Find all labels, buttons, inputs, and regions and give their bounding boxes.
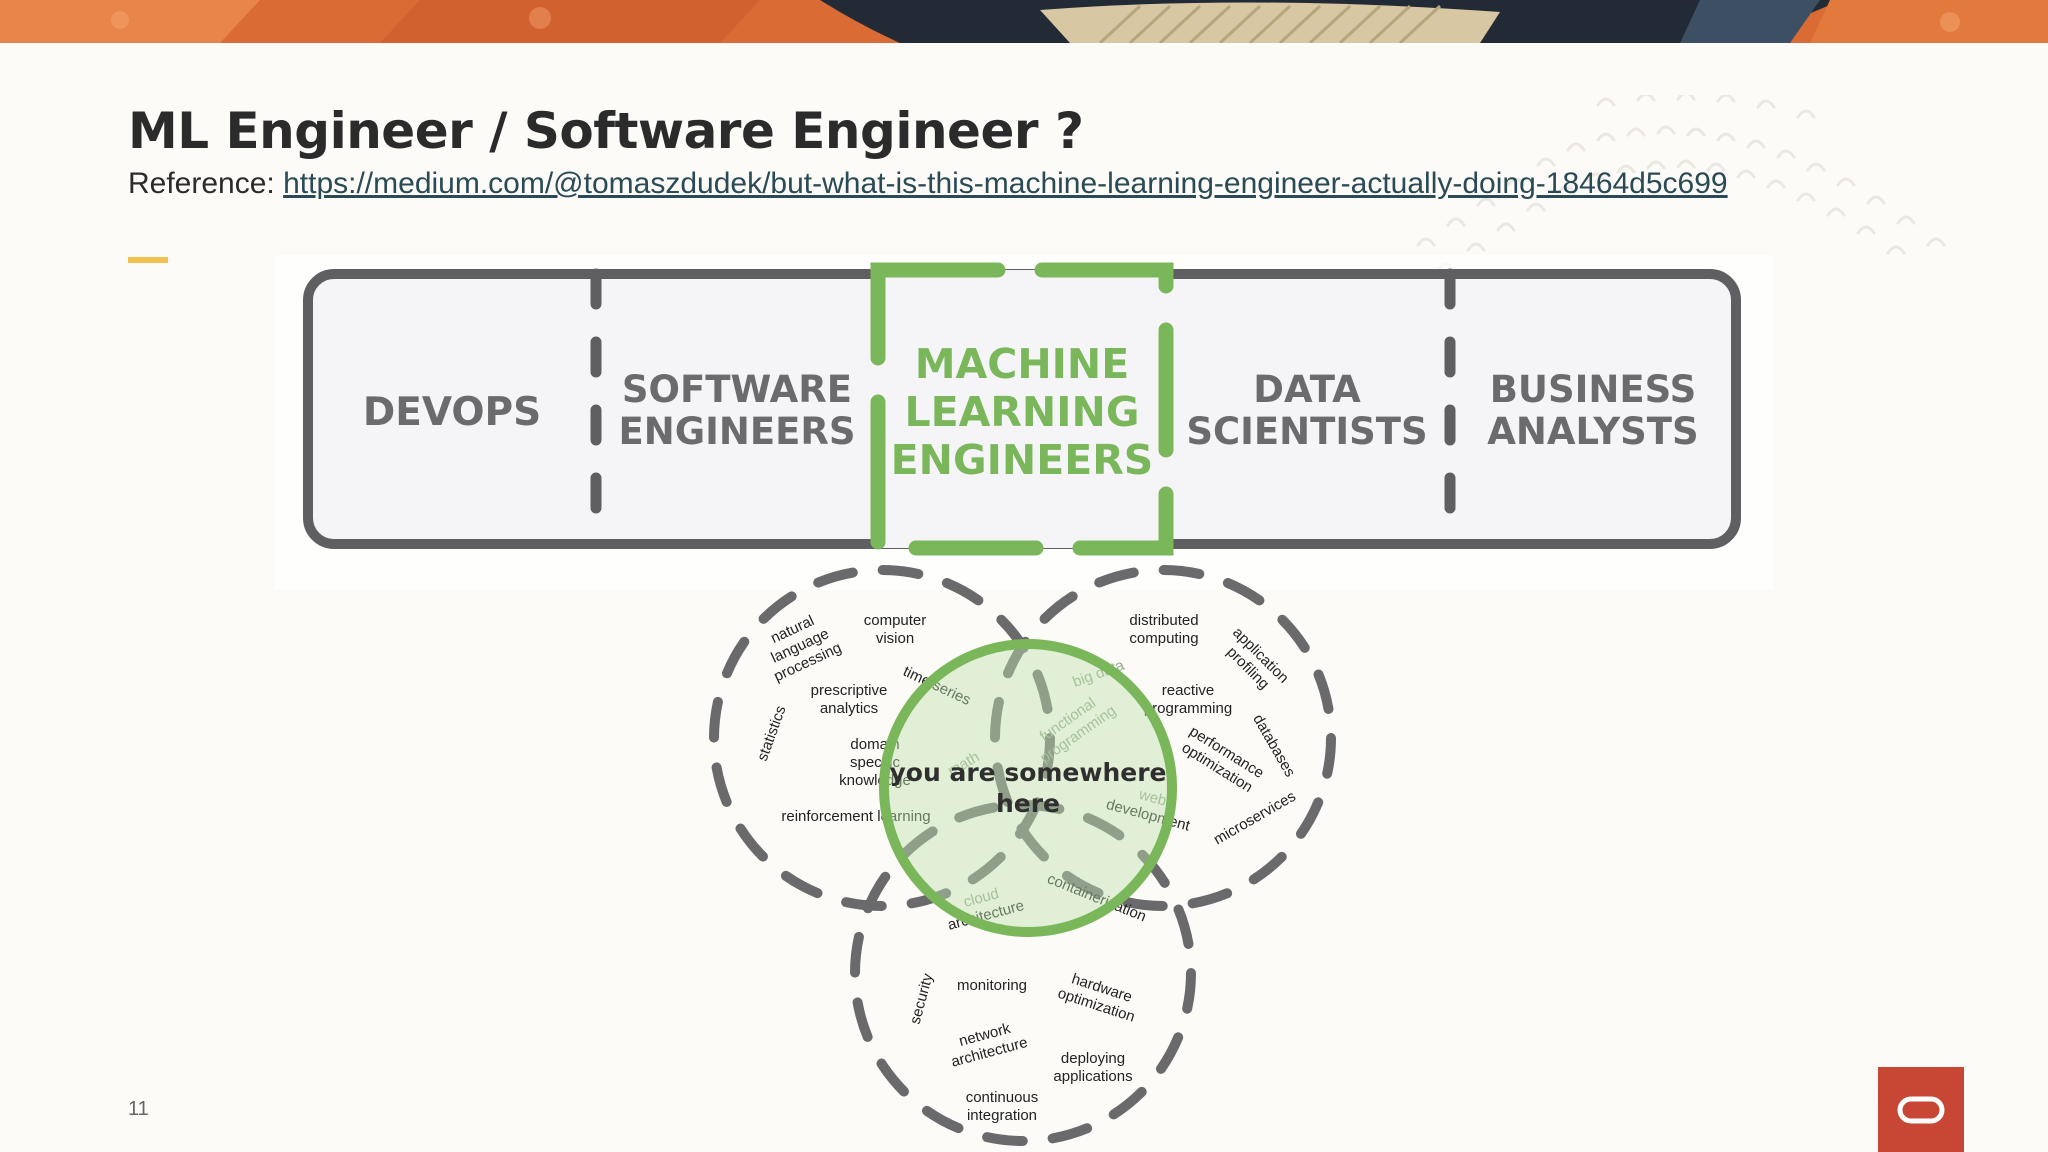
role-data-line1: DATA: [1253, 368, 1361, 411]
role-ml-line3: ENGINEERS: [891, 436, 1154, 484]
svg-text:you are somewhere: you are somewhere: [889, 758, 1166, 787]
svg-text:web: web: [1136, 786, 1168, 810]
role-business-line1: BUSINESS: [1490, 368, 1697, 411]
skill-prescriptive-analytics: prescriptive analytics: [811, 682, 888, 717]
oracle-logo: [1878, 1067, 1964, 1152]
role-data-line2: SCIENTISTS: [1186, 410, 1427, 453]
skill-deploying-applications: deploying applications: [1053, 1050, 1132, 1085]
skill-security: security: [907, 971, 937, 1026]
svg-text:programming: programming: [1144, 700, 1232, 717]
reference-link[interactable]: https://medium.com/@tomaszdudek/but-what…: [283, 167, 1728, 200]
venn-circle-right: [990, 565, 1336, 911]
center-label: you are somewhere here: [889, 758, 1166, 818]
role-business-line2: ANALYSTS: [1487, 410, 1698, 453]
svg-text:integration: integration: [967, 1107, 1037, 1124]
skill-continuous-integration: continuous integration: [966, 1089, 1039, 1124]
slide-title: ML Engineer / Software Engineer ?: [128, 102, 1084, 160]
svg-text:knowledge: knowledge: [839, 772, 911, 789]
svg-text:applications: applications: [1053, 1068, 1132, 1085]
title-accent-bar: [128, 257, 168, 263]
svg-text:computer: computer: [864, 612, 927, 629]
center-highlight-circle: [879, 639, 1177, 937]
skill-distributed-computing: distributed computing: [1129, 612, 1198, 647]
svg-text:deploying: deploying: [1061, 1050, 1125, 1067]
svg-text:here: here: [996, 789, 1060, 818]
svg-text:continuous: continuous: [966, 1089, 1039, 1106]
skill-reactive-programming: reactive programming: [1144, 682, 1232, 717]
reference-line: Reference: https://medium.com/@tomaszdud…: [128, 167, 1728, 201]
skill-statistics: statistics: [754, 704, 790, 764]
role-dividers: [590, 268, 1456, 550]
role-devops: DEVOPS: [363, 390, 541, 435]
svg-text:prescriptive: prescriptive: [811, 682, 888, 699]
svg-text:distributed: distributed: [1129, 612, 1198, 629]
skill-computer-vision: computer vision: [864, 612, 927, 647]
page-number: 11: [128, 1098, 149, 1120]
venn-circle-bottom: [850, 800, 1196, 1146]
reference-label: Reference:: [128, 167, 275, 200]
skill-monitoring: monitoring: [957, 977, 1027, 994]
skill-performance-optimization: performance optimization: [1179, 723, 1267, 796]
svg-text:reactive: reactive: [1162, 682, 1215, 699]
svg-text:analytics: analytics: [820, 700, 878, 717]
role-ml-line1: MACHINE: [915, 340, 1130, 388]
skill-network-architecture: network architecture: [949, 1020, 1029, 1071]
skill-hardware-optimization: hardware optimization: [1056, 970, 1137, 1025]
oracle-logo-icon: [1897, 1096, 1945, 1123]
ml-highlight-box: [870, 262, 1174, 556]
watermark-pattern: [1416, 95, 1946, 272]
svg-text:vision: vision: [876, 630, 914, 647]
role-software-line1: SOFTWARE: [622, 368, 852, 411]
skill-application-profiling: application profiling: [1223, 624, 1292, 693]
svg-text:computing: computing: [1129, 630, 1198, 647]
venn-circle-left: [709, 565, 1055, 911]
role-software-line2: ENGINEERS: [618, 410, 855, 453]
header-banner: [0, 0, 2048, 43]
skill-reinforcement-learning: reinforcement learning: [781, 808, 930, 825]
skill-microservices: microservices: [1211, 788, 1299, 849]
role-ml-line2: LEARNING: [905, 388, 1140, 436]
